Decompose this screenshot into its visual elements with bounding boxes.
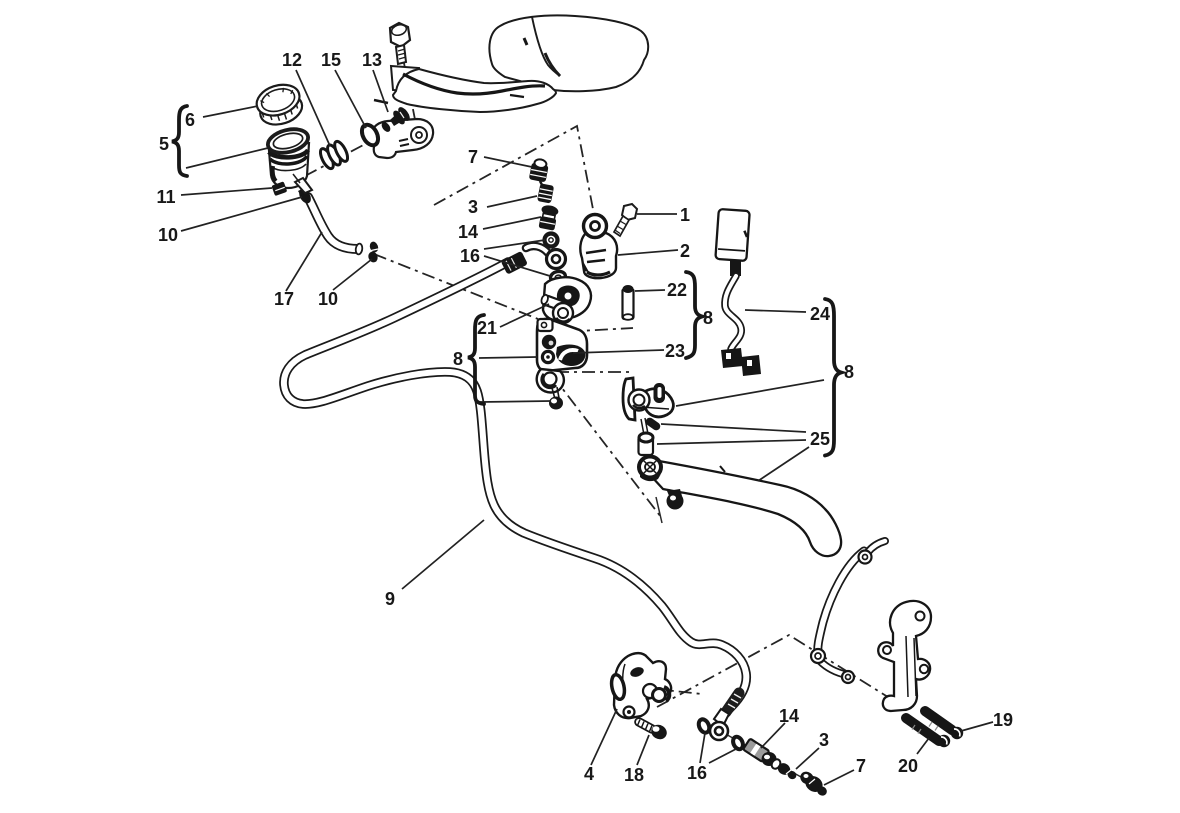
svg-text:11: 11 (156, 187, 175, 207)
svg-text:8: 8 (453, 349, 463, 369)
svg-text:3: 3 (819, 730, 829, 750)
svg-text:7: 7 (468, 147, 478, 167)
svg-text:14: 14 (779, 706, 799, 726)
svg-text:7: 7 (856, 756, 866, 776)
svg-text:25: 25 (810, 429, 830, 449)
svg-text:22: 22 (667, 280, 687, 300)
svg-text:9: 9 (385, 589, 395, 609)
svg-text:8: 8 (844, 362, 854, 382)
svg-text:18: 18 (624, 765, 644, 785)
svg-text:2: 2 (680, 241, 690, 261)
svg-text:10: 10 (318, 289, 338, 309)
svg-text:1: 1 (680, 205, 690, 225)
svg-text:8: 8 (703, 308, 713, 328)
svg-text:14: 14 (458, 222, 478, 242)
svg-text:6: 6 (185, 110, 195, 130)
svg-text:24: 24 (810, 304, 830, 324)
svg-text:13: 13 (362, 50, 382, 70)
svg-text:23: 23 (665, 341, 685, 361)
svg-text:20: 20 (898, 756, 918, 776)
svg-text:16: 16 (460, 246, 480, 266)
svg-text:16: 16 (687, 763, 707, 783)
svg-text:15: 15 (321, 50, 341, 70)
svg-text:10: 10 (158, 225, 178, 245)
svg-text:12: 12 (282, 50, 302, 70)
svg-text:4: 4 (584, 764, 594, 784)
svg-text:5: 5 (159, 134, 169, 154)
svg-text:21: 21 (477, 318, 497, 338)
svg-text:3: 3 (468, 197, 478, 217)
svg-text:17: 17 (274, 289, 294, 309)
svg-text:19: 19 (993, 710, 1013, 730)
